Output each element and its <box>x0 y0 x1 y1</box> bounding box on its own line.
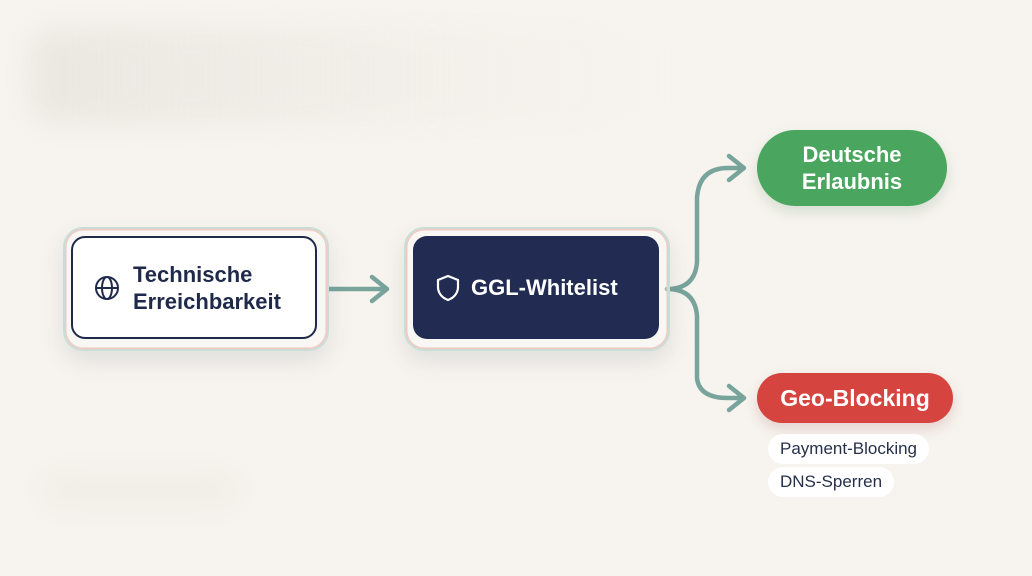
globe-icon <box>93 274 121 302</box>
arrowhead-to-permit <box>726 153 747 183</box>
shield-icon <box>435 274 461 302</box>
technical-node-line1: Technische <box>133 261 253 287</box>
technical-reachability-node: Technische Erreichbarkeit <box>71 236 317 339</box>
payment-blocking-tag: Payment-Blocking <box>768 434 930 464</box>
permit-node-label: Deutsche Erlaubnis <box>802 141 902 195</box>
dns-blocking-tag: DNS-Sperren <box>768 467 895 497</box>
ggl-whitelist-node: GGL-Whitelist <box>413 236 659 339</box>
permit-node-line2: Erlaubnis <box>801 169 903 194</box>
german-permit-node: Deutsche Erlaubnis <box>757 130 947 206</box>
arrowhead-to-geoblocking <box>726 383 747 413</box>
technical-node-line2: Erreichbarkeit <box>133 288 281 314</box>
technical-node-label: Technische Erreichbarkeit <box>133 261 281 315</box>
branch-connector-lower <box>664 286 745 401</box>
branch-connector <box>664 165 745 292</box>
arrowhead-technical-to-whitelist <box>369 274 390 304</box>
permit-node-line1: Deutsche <box>802 142 902 167</box>
whitelist-node-label: GGL-Whitelist <box>471 275 618 300</box>
geoblocking-node-label: Geo-Blocking <box>780 384 930 411</box>
blurred-header-area <box>30 28 670 124</box>
geo-blocking-node: Geo-Blocking <box>757 373 953 423</box>
blurred-footer-area <box>40 470 240 510</box>
